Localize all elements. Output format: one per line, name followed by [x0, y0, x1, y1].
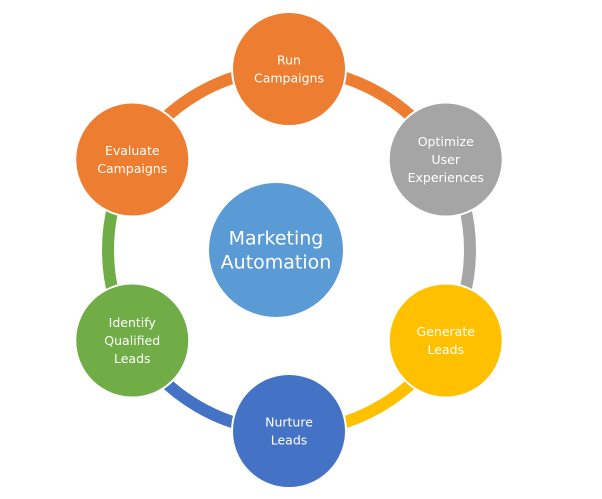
node-circle — [231, 11, 347, 127]
node-label-line: Run — [277, 52, 301, 67]
node-label-line: Optimize — [418, 134, 474, 149]
node-label-line: Generate — [417, 324, 476, 339]
node-label-line: Nurture — [265, 414, 313, 429]
node-circle — [387, 282, 504, 399]
node-label-line: Marketing — [229, 228, 324, 250]
node-label-line: Automation — [221, 252, 332, 274]
node-label-line: Evaluate — [105, 143, 160, 158]
node-circle — [74, 101, 191, 218]
node-label-line: Campaigns — [254, 70, 324, 85]
node-label-line: Campaigns — [97, 161, 167, 176]
node-circle — [387, 101, 504, 218]
node-label-line: Leads — [114, 351, 151, 366]
node-circle — [231, 373, 347, 489]
node-label-line: Leads — [427, 342, 464, 357]
node-label-line: Qualified — [104, 333, 160, 348]
node-label-line: Leads — [271, 432, 308, 447]
node-circle — [74, 282, 191, 399]
node-label-line: User — [432, 152, 461, 167]
node-label-line: Identify — [109, 315, 157, 330]
node-label-line: Experiences — [408, 170, 484, 185]
center-circle — [207, 181, 345, 319]
